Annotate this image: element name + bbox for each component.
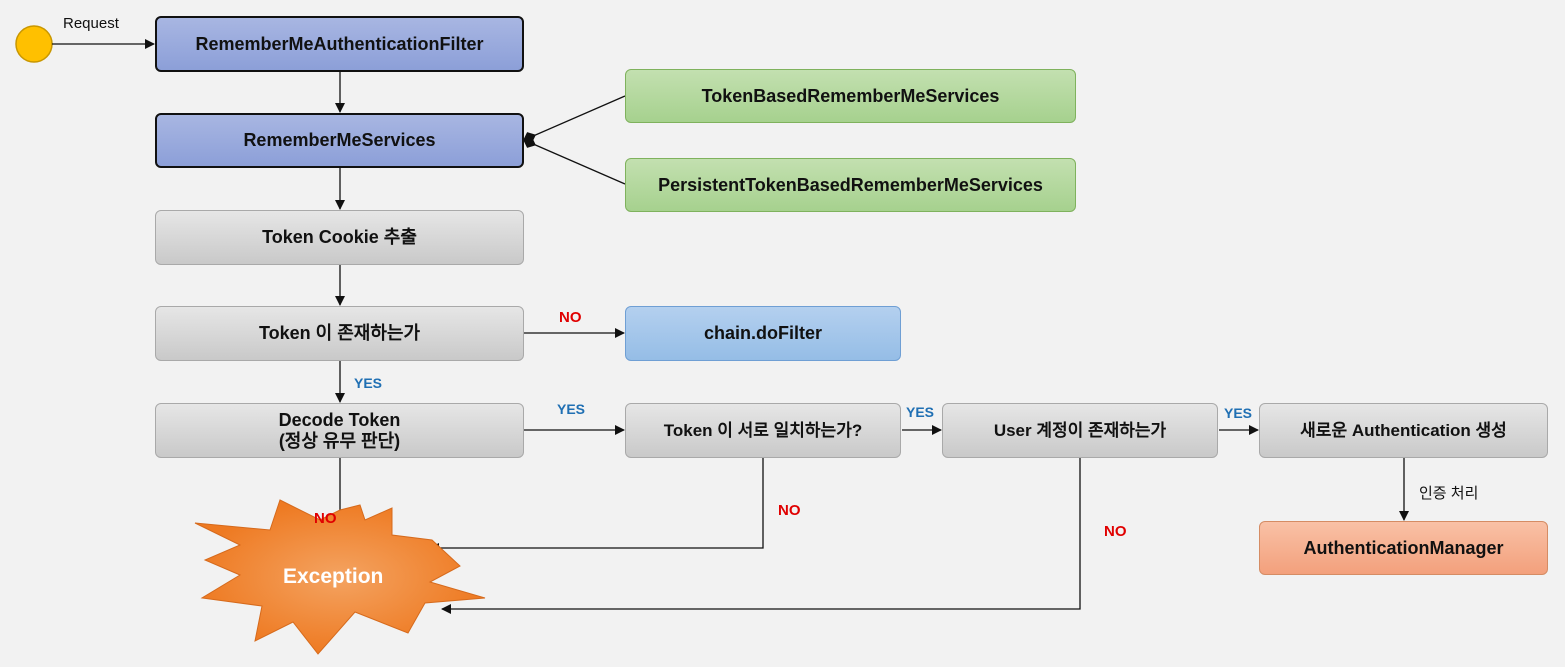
services-label: RememberMeServices bbox=[243, 130, 436, 151]
match-label: Token 이 서로 일치하는가? bbox=[663, 420, 863, 440]
token-cookie-extract-node: Token Cookie 추출 bbox=[155, 210, 524, 265]
decode-token-node: Decode Token (정상 유무 판단) bbox=[155, 403, 524, 458]
manager-label: AuthenticationManager bbox=[1303, 537, 1504, 558]
yes-label-exists: YES bbox=[354, 375, 383, 391]
chain-label: chain.doFilter bbox=[703, 323, 822, 344]
token-match-node: Token 이 서로 일치하는가? bbox=[625, 403, 901, 458]
no-label-exists: NO bbox=[559, 309, 582, 326]
exception-label: Exception bbox=[283, 565, 384, 588]
user-to-exception-arrow bbox=[441, 458, 1081, 614]
no-label-decode: NO bbox=[314, 510, 337, 527]
chain-dofilter-node: chain.doFilter bbox=[625, 306, 901, 361]
start-node bbox=[15, 25, 53, 63]
persistent-to-services-link bbox=[523, 136, 626, 185]
token-exists-node: Token 이 존재하는가 bbox=[155, 306, 524, 361]
request-label: Request bbox=[63, 15, 119, 32]
exists-label: Token 이 존재하는가 bbox=[258, 323, 421, 344]
exception-star bbox=[194, 499, 486, 655]
extract-label: Token Cookie 추출 bbox=[262, 227, 417, 248]
persistent-token-services-node: PersistentTokenBasedRememberMeServices bbox=[625, 158, 1076, 212]
no-label-match: NO bbox=[778, 502, 801, 519]
tokenbased-to-services-link bbox=[523, 95, 626, 144]
auth-process-label: 인증 처리 bbox=[1419, 485, 1479, 502]
filter-label: RememberMeAuthenticationFilter bbox=[195, 33, 484, 54]
token-based-services-node: TokenBasedRememberMeServices bbox=[625, 69, 1076, 123]
create-label: 새로운 Authentication 생성 bbox=[1300, 420, 1507, 440]
user-exists-node: User 계정이 존재하는가 bbox=[942, 403, 1218, 458]
decode-label-line2: (정상 유무 판단) bbox=[278, 430, 401, 451]
yes-label-user: YES bbox=[1224, 405, 1253, 421]
persistent-label: PersistentTokenBasedRememberMeServices bbox=[658, 174, 1043, 195]
match-to-exception-arrow bbox=[429, 458, 764, 553]
yes-label-decode: YES bbox=[557, 401, 586, 417]
remember-me-services-node: RememberMeServices bbox=[155, 113, 524, 168]
authentication-manager-node: AuthenticationManager bbox=[1259, 521, 1548, 575]
create-authentication-node: 새로운 Authentication 생성 bbox=[1259, 403, 1548, 458]
yes-label-match: YES bbox=[906, 404, 935, 420]
token-based-label: TokenBasedRememberMeServices bbox=[701, 85, 1000, 106]
remember-me-authentication-filter-node: RememberMeAuthenticationFilter bbox=[155, 16, 524, 72]
user-label: User 계정이 존재하는가 bbox=[993, 420, 1167, 440]
decode-label-line1: Decode Token bbox=[278, 409, 401, 430]
no-label-user: NO bbox=[1104, 523, 1127, 540]
